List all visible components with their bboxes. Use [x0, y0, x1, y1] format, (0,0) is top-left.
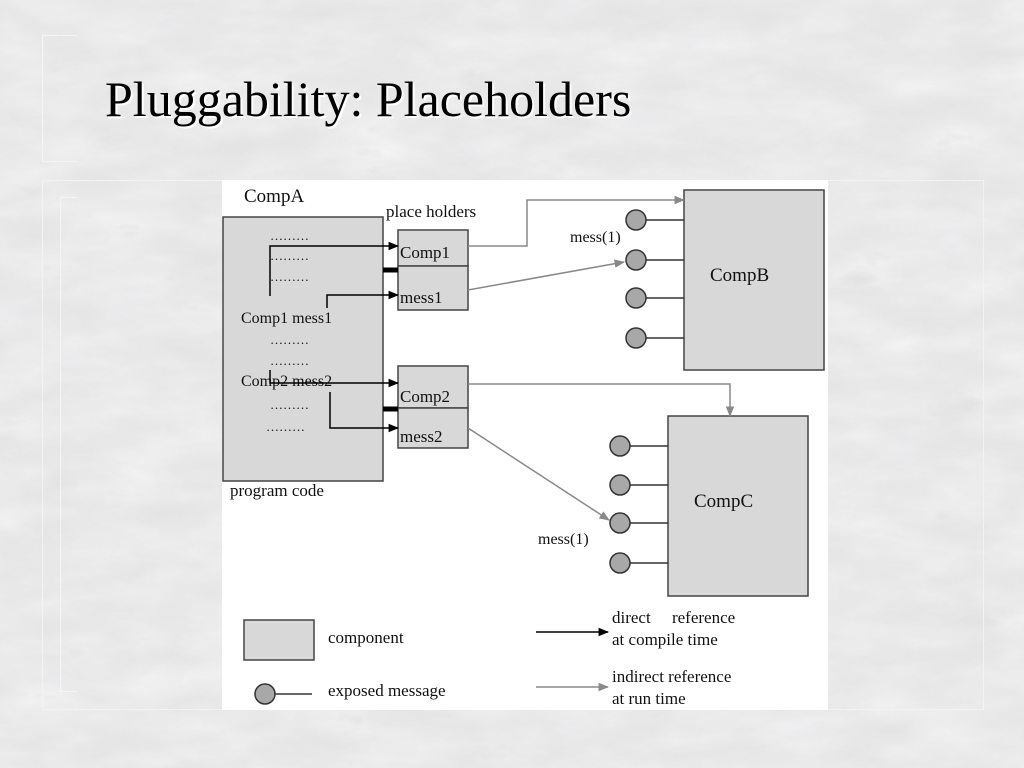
- direct-arrow-mess1: [326, 290, 400, 308]
- compC-exposed-message: [609, 552, 631, 574]
- placeholder-comp1-slot: [397, 229, 469, 267]
- slide-title: Pluggability: Placeholders: [105, 71, 632, 127]
- compC-exposed-message: [609, 435, 631, 457]
- compA-code-line: ………: [270, 228, 309, 243]
- indirect-arrow-mess1-to-compB: [467, 259, 626, 291]
- compB-exposed-message: [625, 209, 647, 231]
- pluggability-diagram: CompA ……… ……… ……… Comp1 mess1 ……… ……… Co…: [222, 180, 828, 710]
- direct-arrow-mess2: [329, 392, 400, 433]
- legend-component-swatch: [243, 619, 315, 661]
- compC-box: [667, 415, 809, 597]
- compB-message-label: mess(1): [570, 229, 621, 246]
- legend-exposed-message-label: exposed message: [328, 681, 446, 700]
- indirect-arrow-comp1-to-compB: [468, 195, 686, 247]
- legend-direct-label-1: direct reference: [612, 608, 735, 627]
- placeholders-label: place holders: [386, 202, 476, 221]
- direct-arrow-comp1: [269, 241, 400, 296]
- indirect-arrow-comp2-to-compC: [468, 383, 735, 418]
- compA-footer: program code: [230, 481, 324, 500]
- compB-label: CompB: [710, 265, 769, 286]
- compB-exposed-message: [625, 249, 647, 271]
- compA-code-line: ………: [270, 248, 309, 263]
- compB-exposed-message: [625, 287, 647, 309]
- compA-code-line: ………: [266, 419, 305, 434]
- compA-label: CompA: [244, 186, 304, 207]
- compB-box: [683, 189, 825, 371]
- direct-arrow-comp2: [269, 370, 400, 388]
- compA-code-line: ………: [270, 332, 309, 347]
- indirect-arrow-mess2-to-compC: [467, 427, 610, 521]
- legend-indirect-label-2: at run time: [612, 689, 686, 708]
- placeholder-mess2-slot: [397, 407, 469, 449]
- compC-label: CompC: [694, 491, 753, 512]
- legend-component-label: component: [328, 628, 404, 647]
- compA-box: [222, 216, 384, 482]
- title-bracket-decoration: [42, 35, 77, 162]
- compC-message-label: mess(1): [538, 531, 589, 548]
- content-bracket-decoration: [60, 197, 77, 692]
- compA-code-comp2-mess2: Comp2 mess2: [241, 373, 332, 390]
- placeholder-comp2-label: Comp2: [400, 387, 450, 406]
- legend-exposed-message-swatch: [254, 683, 276, 705]
- legend-indirect-label-1: indirect reference: [612, 667, 731, 686]
- legend-direct-label-2: at compile time: [612, 630, 718, 649]
- placeholder-mess2-label: mess2: [400, 427, 443, 446]
- compB-exposed-message: [625, 327, 647, 349]
- compA-code-line: ………: [270, 397, 309, 412]
- placeholder-mess1-slot: [397, 265, 469, 311]
- compA-code-line: ………: [270, 269, 309, 284]
- placeholder-comp1-label: Comp1: [400, 243, 450, 262]
- compC-exposed-message: [609, 512, 631, 534]
- compC-exposed-message: [609, 474, 631, 496]
- compA-code-comp1-mess1: Comp1 mess1: [241, 310, 332, 327]
- compA-code-line: ………: [270, 353, 309, 368]
- placeholder-mess1-label: mess1: [400, 288, 443, 307]
